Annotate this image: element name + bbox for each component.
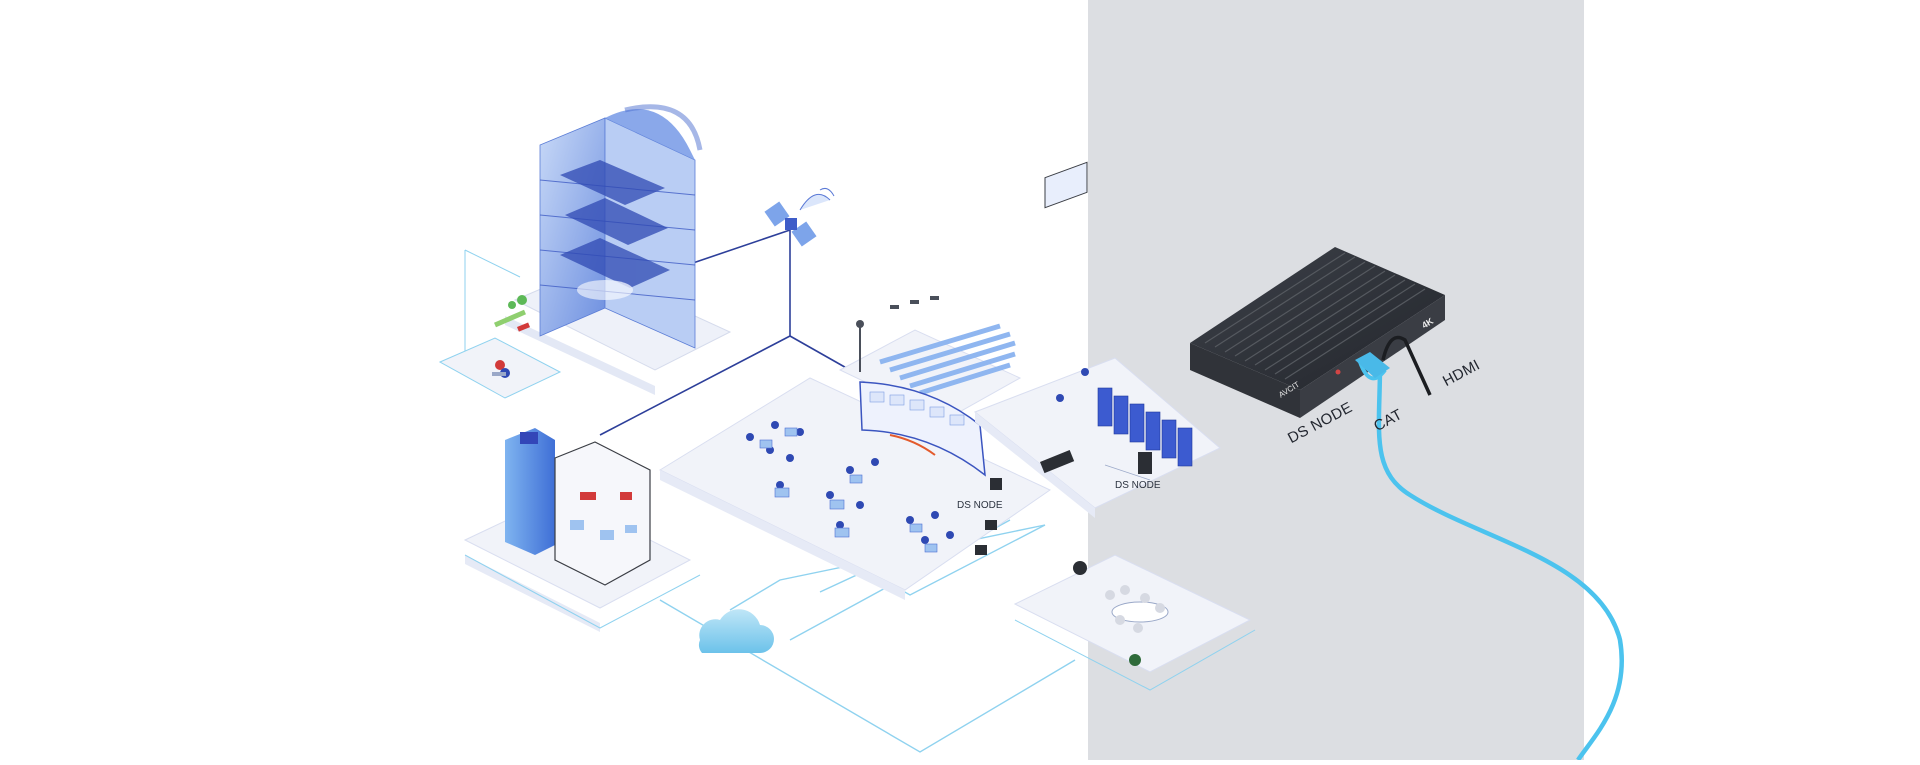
satellite-icon [764,188,835,247]
ds-node-rack-label: DS NODE [1115,480,1161,491]
backbone-lines [599,229,851,436]
ds-node-room-label: DS NODE [957,500,1003,511]
rack-leader-line [1104,464,1151,481]
cables [1355,335,1624,762]
campus-building-platform [463,428,701,632]
cloud-icon [698,609,774,653]
control-room-platform [658,377,1052,600]
security-desk-platform [438,249,562,399]
office-building [494,104,732,395]
operator-workstations [746,421,954,544]
display-wall-platform [838,296,1022,421]
conference-room-platform [1013,161,1256,691]
rack-room-platform [974,357,1221,518]
